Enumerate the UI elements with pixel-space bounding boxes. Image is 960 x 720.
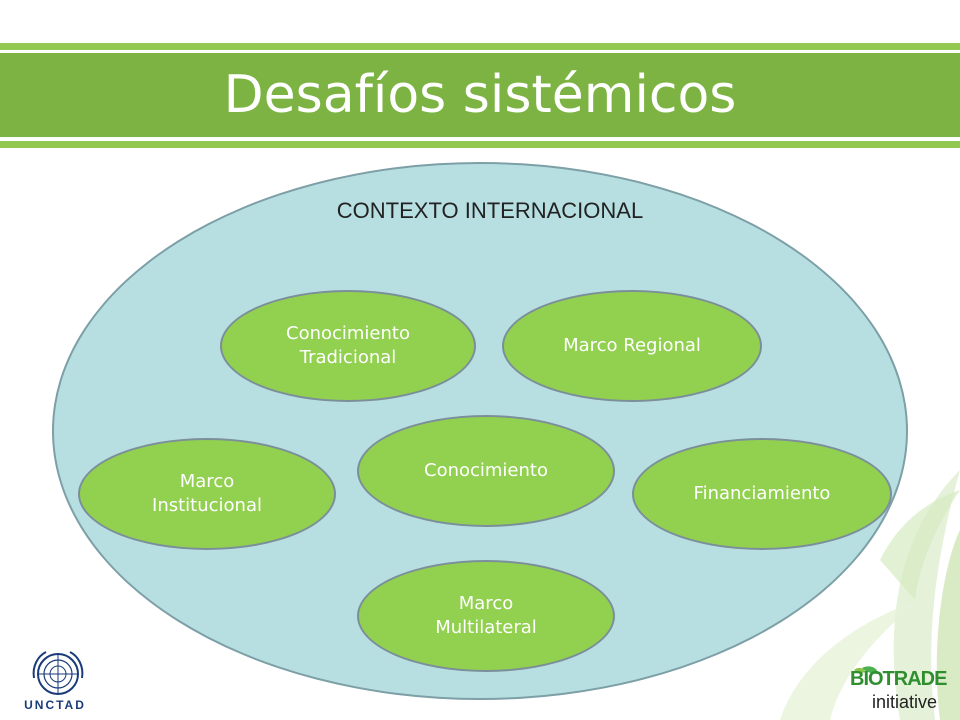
context-label: CONTEXTO INTERNACIONAL xyxy=(336,198,644,223)
unctad-logo-text: UNCTAD xyxy=(24,698,86,712)
node-label: Conocimiento Tradicional xyxy=(286,323,410,368)
node-label: Marco Institucional xyxy=(152,471,262,516)
biotrade-logo-text: BIOTRADE xyxy=(850,668,947,690)
node-conocimiento-tradicional: Conocimiento Tradicional xyxy=(220,290,476,402)
title-band-top-line xyxy=(0,43,960,50)
node-label: Marco Multilateral xyxy=(435,593,537,638)
node-financiamiento: Financiamiento xyxy=(632,438,892,550)
biotrade-initiative-text: initiative xyxy=(872,692,938,712)
node-label: Financiamiento xyxy=(693,483,831,504)
un-emblem-icon xyxy=(32,651,84,695)
node-label: Conocimiento xyxy=(424,460,548,481)
title-band-bottom-line xyxy=(0,141,960,148)
slide-title: Desafíos sistémicos xyxy=(223,65,737,125)
node-marco-multilateral: Marco Multilateral xyxy=(357,560,615,672)
biotrade-leaf-icon xyxy=(854,666,878,674)
node-marco-institucional: Marco Institucional xyxy=(78,438,336,550)
title-band xyxy=(0,53,960,137)
node-conocimiento: Conocimiento xyxy=(357,415,615,527)
node-label: Marco Regional xyxy=(563,335,701,356)
node-marco-regional: Marco Regional xyxy=(502,290,762,402)
